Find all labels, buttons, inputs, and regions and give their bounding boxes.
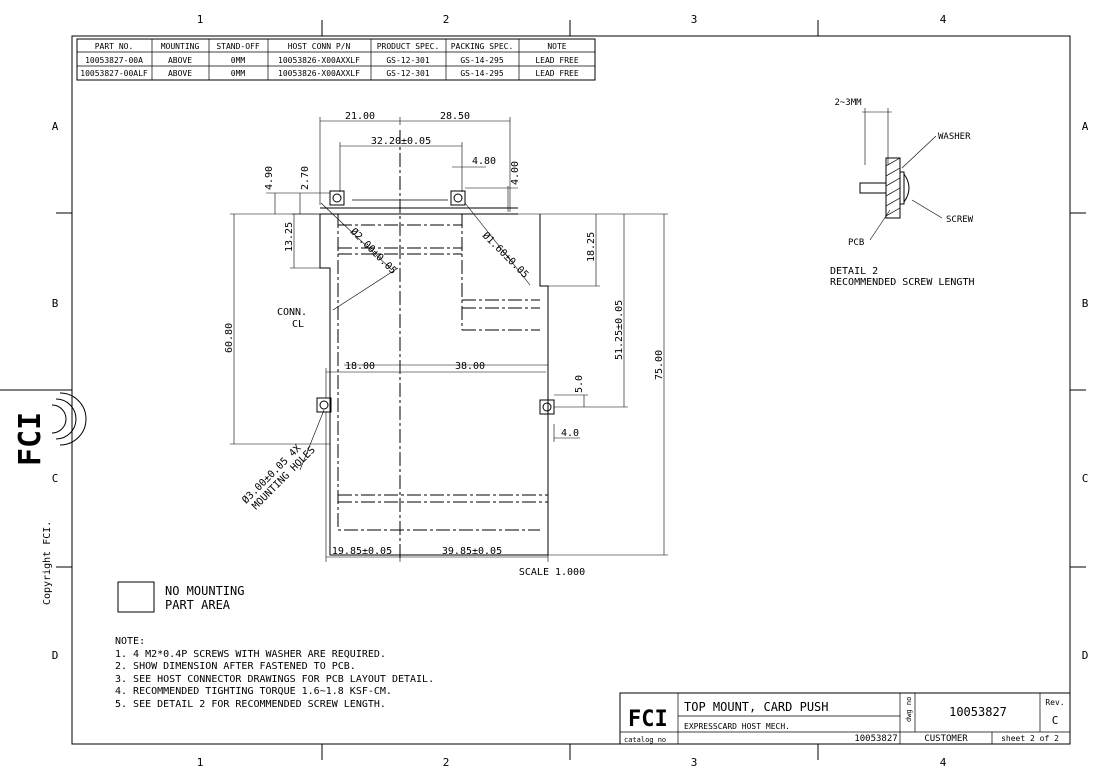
- drawing-subtitle: EXPRESSCARD HOST MECH.: [684, 722, 790, 731]
- dimension-text: 13.25: [284, 222, 295, 252]
- drawing-title: TOP MOUNT, CARD PUSH: [684, 700, 829, 714]
- detail-2-screw: [859, 108, 943, 241]
- connector-centerline-label: CL: [292, 319, 304, 330]
- part-number-table: PART NO. MOUNTING STAND-OFF HOST CONN P/…: [76, 38, 596, 81]
- host-mechanism-outline: [319, 130, 549, 560]
- column-label-top: 3: [691, 13, 698, 26]
- dimension-text: 18.25: [586, 232, 597, 262]
- table-cell: ABOVE: [168, 56, 192, 65]
- detail-screw-label: SCREW: [946, 215, 974, 225]
- dimension-text: 60.80: [224, 323, 235, 353]
- row-label-left: B: [52, 297, 59, 310]
- column-label-bottom: 2: [443, 756, 450, 769]
- table-header: PRODUCT SPEC.: [377, 42, 440, 51]
- table-header: HOST CONN P/N: [288, 42, 351, 51]
- note-item: 5. SEE DETAIL 2 FOR RECOMMENDED SCREW LE…: [115, 699, 386, 710]
- table-cell: 0MM: [231, 56, 246, 65]
- dimension-text: 32.20±0.05: [371, 136, 431, 147]
- table-cell: ABOVE: [168, 69, 192, 78]
- revision-label: Rev.: [1045, 698, 1064, 707]
- dimension-lines: [230, 117, 668, 562]
- row-label-left: C: [52, 472, 59, 485]
- dimension-text: 18.00: [345, 361, 375, 372]
- zone-ticks: [56, 20, 1086, 760]
- table-cell: GS-14-295: [460, 69, 504, 78]
- table-cell: 10053826-X00AXXLF: [278, 56, 360, 65]
- dimension-text: Ø2.00±0.05: [348, 226, 399, 277]
- table-header: STAND-OFF: [216, 42, 260, 51]
- table-cell: 10053826-X00AXXLF: [278, 69, 360, 78]
- column-label-top: 1: [197, 13, 204, 26]
- drawing-number: 10053827: [949, 705, 1007, 719]
- dimension-text: 39.85±0.05: [442, 546, 502, 557]
- table-header: PART NO.: [95, 42, 134, 51]
- table-cell: GS-14-295: [460, 56, 504, 65]
- table-cell: LEAD FREE: [535, 56, 579, 65]
- table-cell: 10053827-00ALF: [80, 69, 148, 78]
- row-label-right: C: [1082, 472, 1089, 485]
- note-item: 3. SEE HOST CONNECTOR DRAWINGS FOR PCB L…: [115, 674, 434, 685]
- notes-title: NOTE:: [115, 636, 145, 647]
- column-label-bottom: 4: [940, 756, 947, 769]
- revision-value: C: [1052, 714, 1059, 727]
- notes: NOTE: 1. 4 M2*0.4P SCREWS WITH WASHER AR…: [115, 636, 434, 710]
- legend-text: NO MOUNTING: [165, 584, 244, 598]
- dimension-text: 21.00: [345, 111, 375, 122]
- title-block-logo: FCI: [628, 707, 668, 732]
- fci-side-logo: FCI: [13, 392, 87, 466]
- sheet-number: sheet 2 of 2: [1001, 734, 1059, 743]
- dimension-text: 4.80: [472, 156, 496, 167]
- dimension-text: Ø1.60±0.05: [480, 230, 531, 281]
- detail-washer-label: WASHER: [938, 132, 971, 142]
- table-header: NOTE: [547, 42, 566, 51]
- customer-label: CUSTOMER: [924, 734, 968, 744]
- scale-text: SCALE 1.000: [519, 567, 585, 578]
- dwg-no-label: dwg no: [905, 697, 913, 722]
- table-cell: LEAD FREE: [535, 69, 579, 78]
- dimension-text: 5.0: [574, 375, 585, 393]
- table-cell: 10053827-00A: [85, 56, 143, 65]
- mounting-holes: [316, 190, 555, 415]
- table-header: PACKING SPEC.: [451, 42, 514, 51]
- dimension-text: 19.85±0.05: [332, 546, 392, 557]
- row-label-right: B: [1082, 297, 1089, 310]
- note-item: 2. SHOW DIMENSION AFTER FASTENED TO PCB.: [115, 661, 356, 672]
- detail-subtitle: RECOMMENDED SCREW LENGTH: [830, 277, 975, 288]
- table-cell: GS-12-301: [386, 69, 430, 78]
- drawing-border: [71, 35, 1071, 745]
- detail-screw-length: 2~3MM: [834, 98, 862, 108]
- table-cell: 0MM: [231, 69, 246, 78]
- dimension-text: 28.50: [440, 111, 470, 122]
- row-label-right: D: [1082, 649, 1089, 662]
- connector-centerline-label: CONN.: [277, 307, 307, 318]
- dimension-text: 2.70: [300, 166, 311, 190]
- column-label-top: 2: [443, 13, 450, 26]
- title-block: [619, 692, 1071, 745]
- detail-title: DETAIL 2: [830, 266, 878, 277]
- dimension-text: 38.00: [455, 361, 485, 372]
- part-number: 10053827: [854, 734, 897, 744]
- row-label-right: A: [1082, 120, 1089, 133]
- dimension-text: 75.00: [654, 350, 665, 380]
- brand-mark: FCI: [13, 412, 48, 466]
- column-label-bottom: 1: [197, 756, 204, 769]
- copyright-text: Copyright FCI.: [42, 521, 53, 605]
- catalog-label: catalog no: [624, 736, 666, 744]
- legend-text: PART AREA: [165, 598, 231, 612]
- note-item: 1. 4 M2*0.4P SCREWS WITH WASHER ARE REQU…: [115, 649, 386, 660]
- row-label-left: D: [52, 649, 59, 662]
- row-label-left: A: [52, 120, 59, 133]
- dimension-text: 4.0: [561, 428, 579, 439]
- note-item: 4. RECOMMENDED TIGHTING TORQUE 1.6~1.8 K…: [115, 686, 392, 697]
- column-label-top: 4: [940, 13, 947, 26]
- column-label-bottom: 3: [691, 756, 698, 769]
- table-header: MOUNTING: [161, 42, 200, 51]
- dimension-text: 4.00: [510, 161, 521, 185]
- dimension-text: 4.90: [264, 166, 275, 190]
- table-cell: GS-12-301: [386, 56, 430, 65]
- no-mounting-legend-box: [117, 581, 155, 613]
- dimension-text: 51.25±0.05: [614, 300, 625, 360]
- detail-pcb-label: PCB: [848, 238, 864, 248]
